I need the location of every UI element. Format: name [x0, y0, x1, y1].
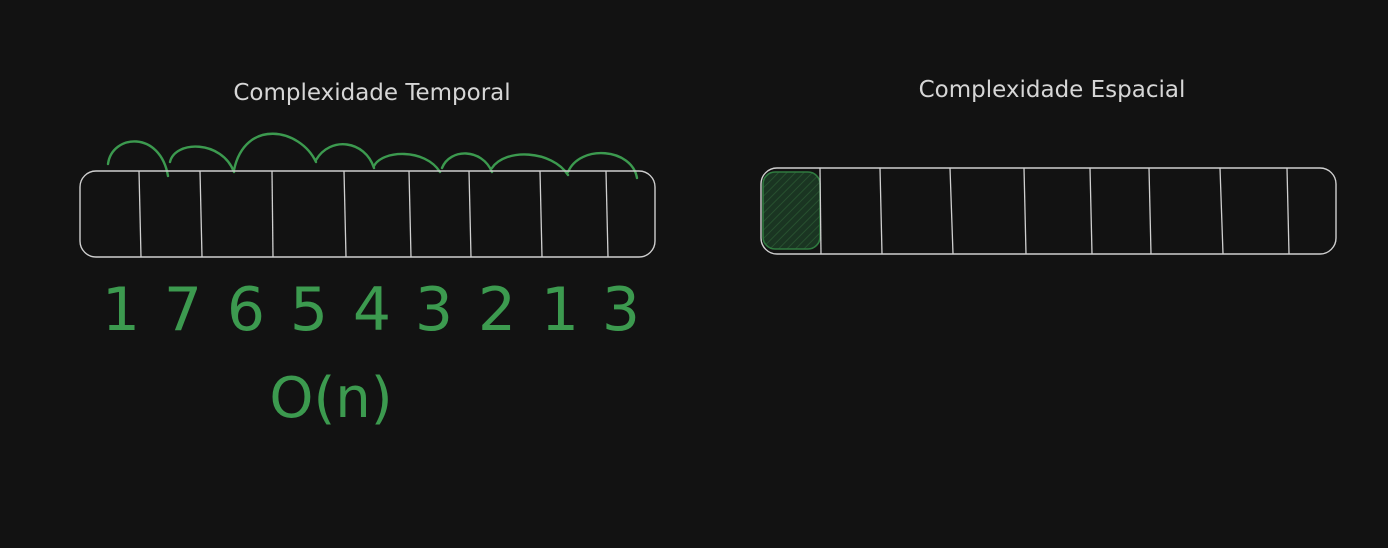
spatial-cell-dividers — [819, 167, 1290, 255]
array-digit: 1 — [102, 275, 140, 345]
temporal-title: Complexidade Temporal — [233, 80, 510, 106]
array-digits: 1 7 6 5 4 3 2 1 3 — [102, 275, 640, 345]
array-digit: 3 — [602, 275, 640, 345]
highlighted-memory-cell — [762, 171, 821, 250]
array-digit: 3 — [415, 275, 453, 345]
array-digit: 5 — [290, 275, 328, 345]
array-digit: 1 — [541, 275, 579, 345]
spatial-panel: Complexidade Espacial — [760, 77, 1337, 255]
big-o-notation: O(n) — [269, 366, 392, 431]
array-digit: 4 — [353, 275, 391, 345]
spatial-array-box — [760, 167, 1337, 255]
temporal-array-box — [79, 170, 656, 258]
iteration-arcs — [106, 132, 639, 180]
temporal-panel: Complexidade Temporal — [79, 80, 656, 431]
array-digit: 2 — [478, 275, 516, 345]
temporal-cell-dividers — [138, 170, 609, 258]
array-digit: 7 — [164, 275, 202, 345]
spatial-title: Complexidade Espacial — [919, 77, 1186, 103]
array-digit: 6 — [227, 275, 265, 345]
